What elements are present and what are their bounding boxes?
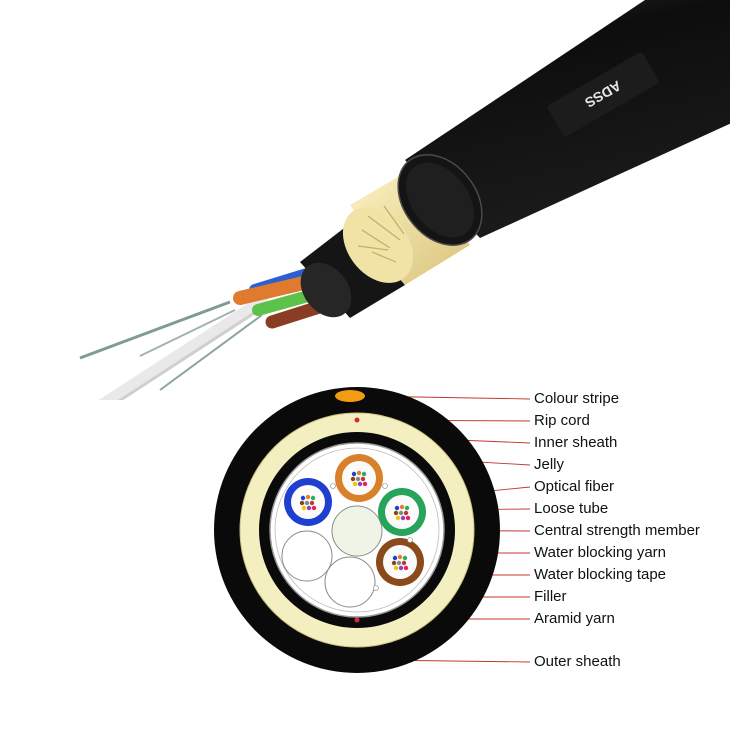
label-jelly: Jelly bbox=[534, 456, 565, 473]
water-blocking-yarn bbox=[407, 537, 413, 543]
aramid-yarn-layer bbox=[350, 170, 470, 285]
cable-marking-band: ADSS bbox=[547, 52, 659, 137]
loose-tube-blue bbox=[284, 478, 332, 526]
label-central-strength-member: Central strength member bbox=[534, 522, 700, 539]
bare-fiber bbox=[139, 309, 236, 357]
inner-sheath-end bbox=[300, 262, 352, 318]
central-strength-member bbox=[331, 505, 383, 557]
water-blocking-yarn bbox=[373, 585, 379, 591]
water-blocking-yarn bbox=[382, 483, 388, 489]
loose-tube-orange bbox=[335, 454, 383, 502]
label-aramid-yarn: Aramid yarn bbox=[534, 610, 615, 627]
loose-tube-green bbox=[378, 488, 426, 536]
bare-fiber bbox=[159, 314, 263, 391]
loose-tube-brown bbox=[376, 538, 424, 586]
cable-photo: ADSS bbox=[79, 0, 730, 400]
filler-rod bbox=[98, 295, 269, 400]
outer-jacket-end-rim bbox=[406, 162, 474, 238]
filler-rod-shade bbox=[117, 306, 264, 400]
filler bbox=[281, 530, 333, 582]
water-blocking-yarn bbox=[330, 483, 336, 489]
rip-cord-top bbox=[354, 417, 360, 423]
aramid-yarn-end bbox=[342, 207, 414, 283]
label-rip-cord: Rip cord bbox=[534, 412, 590, 429]
filler bbox=[324, 556, 376, 608]
colour-stripe bbox=[335, 390, 365, 402]
inner-sheath-segment bbox=[300, 222, 405, 318]
label-water-blocking-yarn: Water blocking yarn bbox=[534, 544, 666, 561]
label-inner-sheath: Inner sheath bbox=[534, 434, 618, 451]
rip-cord-bottom bbox=[354, 617, 360, 623]
label-outer-sheath: Outer sheath bbox=[534, 653, 621, 670]
aramid-strands bbox=[357, 205, 405, 263]
label-loose-tube: Loose tube bbox=[534, 500, 609, 517]
label-optical-fiber: Optical fiber bbox=[534, 478, 615, 495]
label-water-blocking-tape: Water blocking tape bbox=[534, 566, 667, 583]
label-colour-stripe: Colour stripe bbox=[534, 390, 620, 407]
bare-fiber bbox=[79, 300, 231, 360]
label-filler: Filler bbox=[534, 588, 567, 605]
